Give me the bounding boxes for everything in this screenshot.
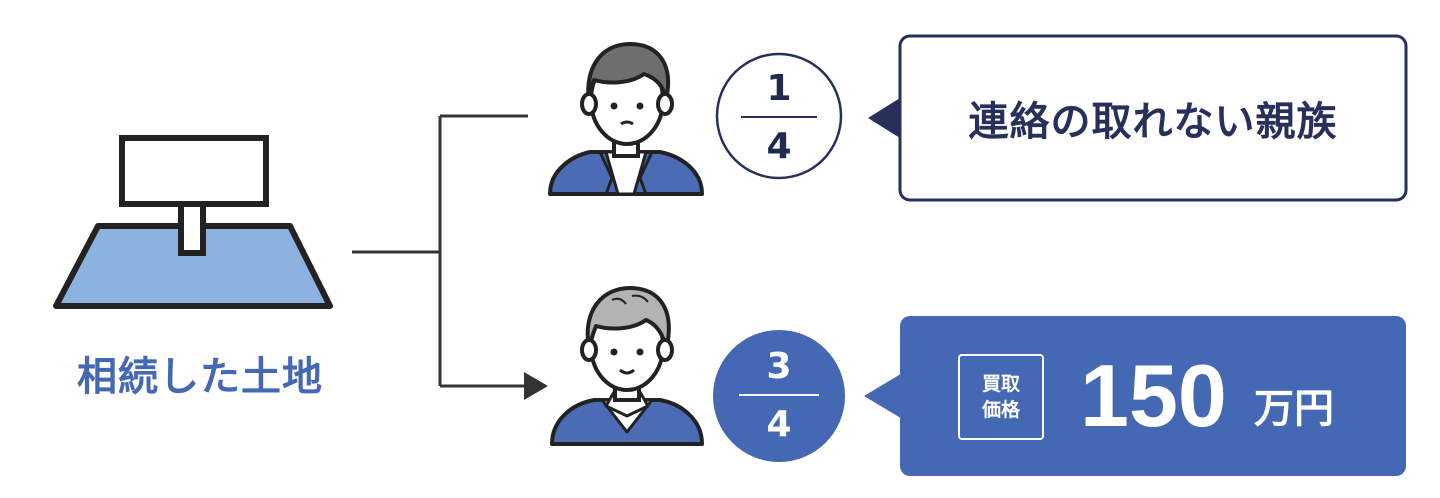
connector-lines <box>352 114 528 388</box>
price-tag-line2: 価格 <box>981 399 1020 421</box>
callout-pointer-1 <box>868 98 900 138</box>
price-unit: 万円 <box>1254 386 1334 432</box>
buyer-person-icon <box>550 286 704 446</box>
land-parcel-icon <box>53 135 333 309</box>
price-amount: 150 <box>1080 346 1227 445</box>
callout-box-1 <box>898 34 1408 202</box>
callout-pointer-2 <box>864 372 904 420</box>
share-denominator-1: 4 <box>766 126 792 167</box>
share-denominator-2: 4 <box>766 404 792 445</box>
share-numerator-1: 1 <box>766 68 792 109</box>
share-numerator-2: 3 <box>766 346 792 387</box>
land-label: 相続した土地 <box>77 354 323 400</box>
relative-person-icon <box>548 42 704 196</box>
callout-box-2 <box>900 316 1406 476</box>
price-tag-line1: 買取 <box>981 373 1020 395</box>
arrow-head-icon <box>524 372 548 400</box>
unreachable-relative-text: 連絡の取れない親族 <box>968 99 1338 145</box>
price-tag: 買取 価格 <box>958 354 1044 440</box>
